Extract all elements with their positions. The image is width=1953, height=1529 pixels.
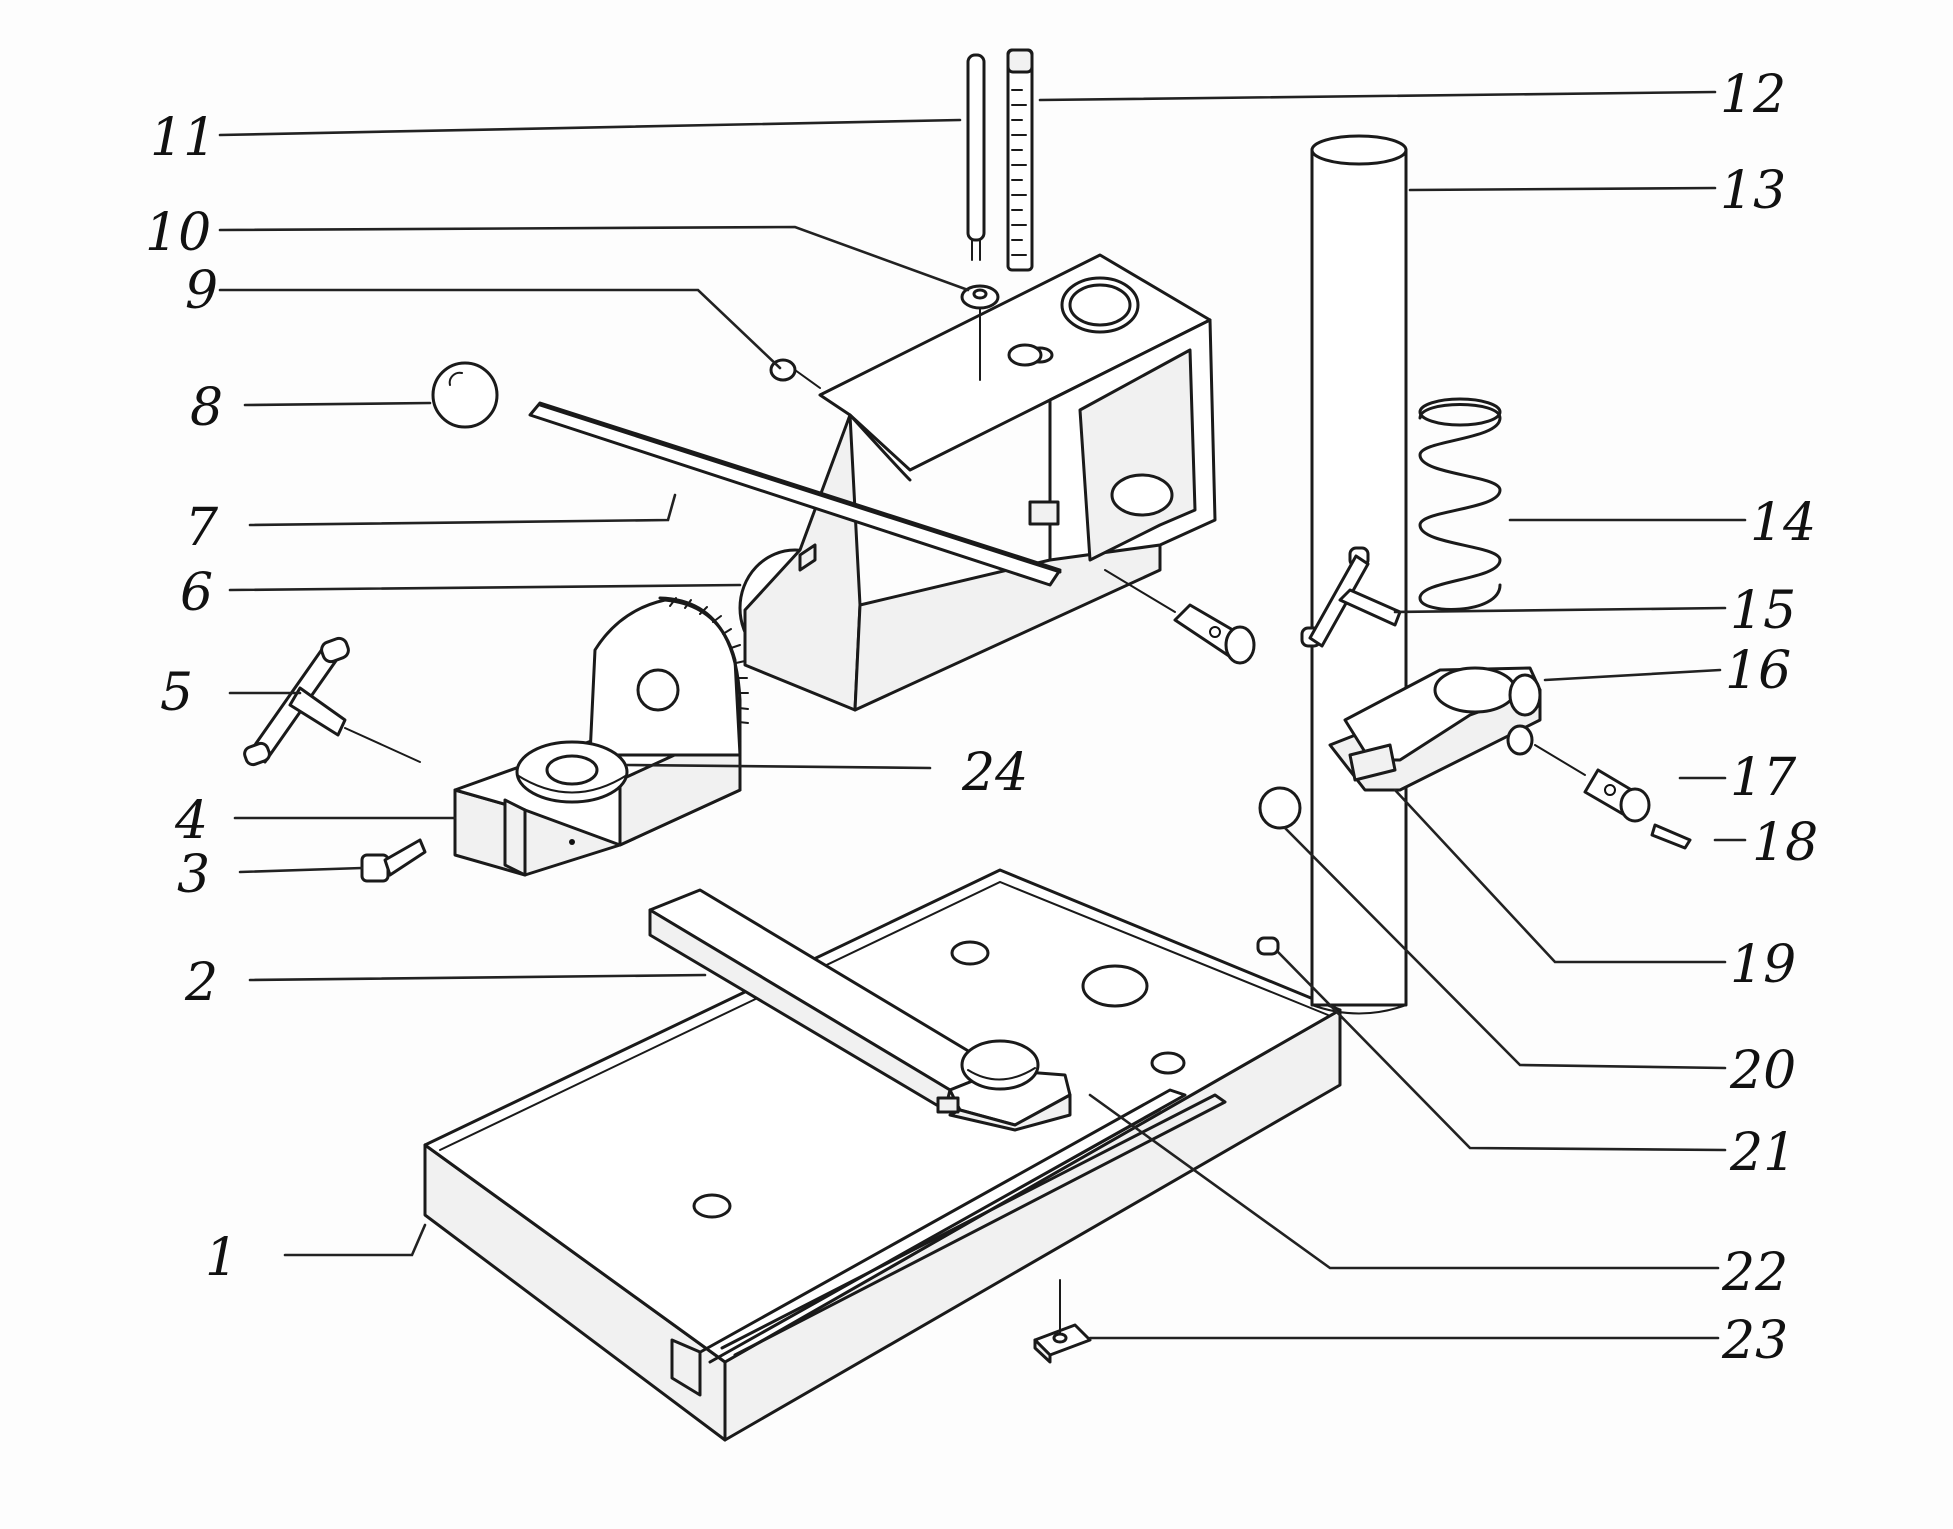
- spring: [1418, 397, 1502, 611]
- clamp-handle: [1300, 546, 1402, 648]
- depth-scale: [1006, 48, 1043, 367]
- callout-13: 13: [1720, 161, 1786, 221]
- callout-20: 20: [1729, 1041, 1796, 1101]
- callout-14: 14: [1750, 493, 1816, 553]
- screw: [360, 838, 427, 883]
- base-plate: [423, 868, 1342, 1442]
- head-housing: [738, 253, 1217, 712]
- callout-1: 1: [205, 1228, 238, 1288]
- callout-18: 18: [1752, 813, 1818, 873]
- rod: [966, 53, 986, 261]
- callout-16: 16: [1725, 641, 1791, 701]
- set-screw: [1256, 936, 1280, 956]
- clamp-block: [453, 596, 749, 877]
- ball-knob: [431, 361, 499, 429]
- arm-bracket: [648, 888, 1072, 1132]
- shaft-pin: [1104, 569, 1256, 665]
- callout-5: 5: [160, 663, 193, 723]
- callout-12: 12: [1720, 65, 1786, 125]
- lever-rod: [528, 401, 1062, 587]
- callout-23: 23: [1721, 1311, 1788, 1371]
- washer: [960, 284, 1000, 381]
- callout-10: 10: [145, 203, 211, 263]
- t-handle-screw: [243, 636, 421, 767]
- callout-6: 6: [180, 563, 213, 623]
- callout-11: 11: [150, 108, 216, 168]
- small-ball: [1258, 786, 1302, 830]
- callout-15: 15: [1730, 581, 1796, 641]
- callout-17: 17: [1730, 748, 1797, 808]
- square-nut: [1033, 1279, 1092, 1364]
- callout-21: 21: [1729, 1123, 1796, 1183]
- callout-7: 7: [185, 498, 219, 558]
- column-collar: [1328, 666, 1542, 792]
- callout-4: 4: [174, 791, 208, 851]
- callout-2: 2: [184, 953, 218, 1013]
- small-nut: [769, 358, 821, 389]
- callout-3: 3: [177, 845, 210, 905]
- callout-19: 19: [1730, 935, 1796, 995]
- callout-labels: 1 2 3 4 5 6 7 8 9 10 11 12 13 14 15 16 1…: [145, 65, 1818, 1371]
- leader-lines: [218, 90, 1747, 1340]
- callout-8: 8: [190, 378, 223, 438]
- callout-9: 9: [185, 261, 218, 321]
- callout-22: 22: [1721, 1243, 1788, 1303]
- callout-24: 24: [961, 743, 1028, 803]
- lock-pin: [1534, 744, 1692, 850]
